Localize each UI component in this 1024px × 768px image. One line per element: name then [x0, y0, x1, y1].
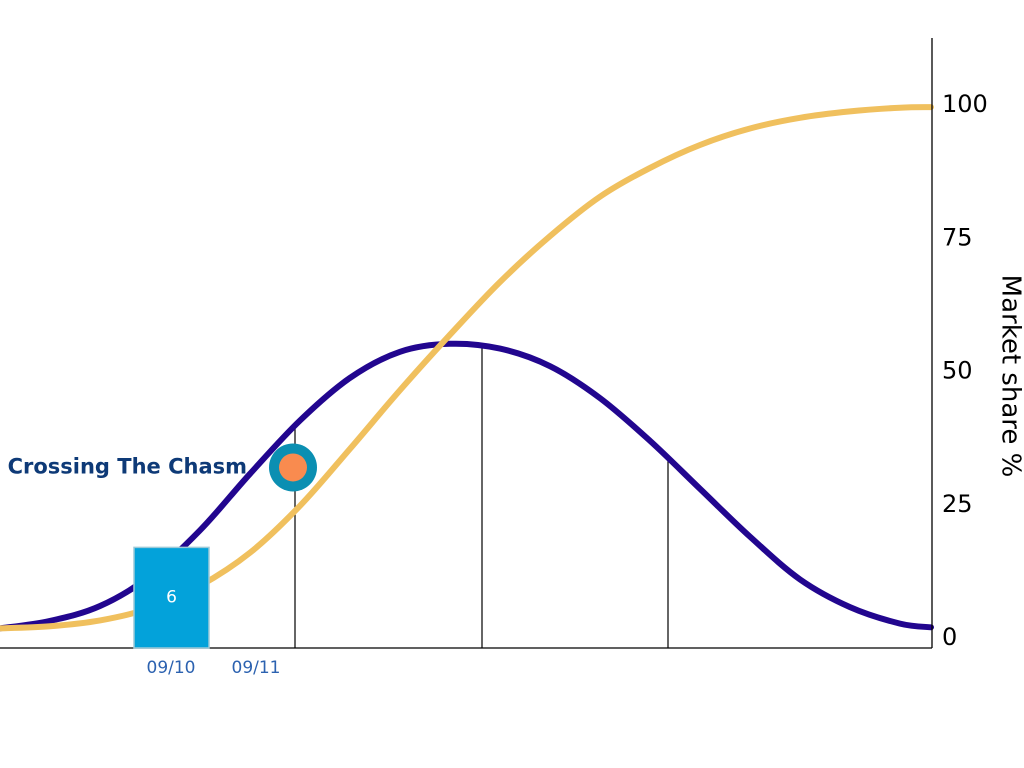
y-tick-labels: 0 25 50 75 100	[942, 90, 988, 651]
chasm-center-dot	[279, 453, 307, 482]
marker-value: 6	[166, 588, 177, 608]
chasm-label: Crossing The Chasm	[8, 454, 247, 478]
chasm-annotation: Crossing The Chasm	[8, 443, 317, 492]
date-labels: 09/10 09/11	[147, 658, 281, 678]
vertical-guide-lines	[294, 346, 669, 648]
current-position-marker[interactable]: 6	[133, 546, 210, 649]
y-tick-label-50: 50	[942, 357, 973, 385]
y-tick-label-75: 75	[942, 223, 973, 251]
date-label-1: 09/10	[147, 658, 196, 678]
y-tick-label-25: 25	[942, 490, 973, 518]
marker-box[interactable]	[133, 546, 210, 649]
y-axis-label: Market share %	[996, 275, 1024, 478]
y-tick-label-100: 100	[942, 90, 988, 118]
date-label-2: 09/11	[232, 658, 281, 678]
y-tick-label-0: 0	[942, 623, 957, 651]
